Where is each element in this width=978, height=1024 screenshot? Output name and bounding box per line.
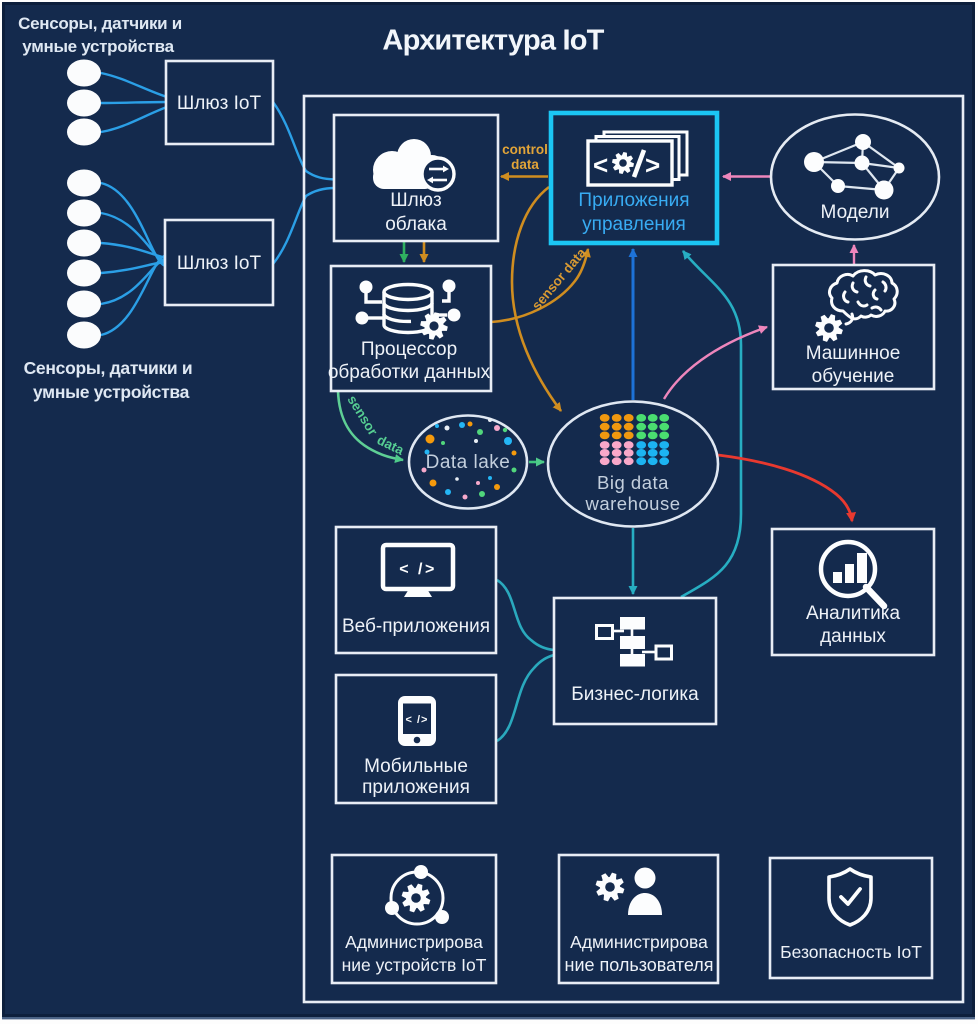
svg-text:ние устройств IoT: ние устройств IoT — [342, 955, 487, 975]
svg-text:Модели: Модели — [821, 202, 890, 223]
svg-text:ние пользователя: ние пользователя — [565, 955, 714, 975]
svg-text:Процессор: Процессор — [361, 339, 457, 360]
svg-text:Шлюз IoT: Шлюз IoT — [177, 253, 262, 274]
svg-text:облака: облака — [385, 214, 447, 235]
svg-text:< />: < /> — [399, 561, 437, 578]
svg-text:данных: данных — [820, 626, 886, 647]
svg-text:Data lake: Data lake — [426, 452, 511, 473]
svg-text:приложения: приложения — [362, 777, 470, 798]
svg-text:Безопасность IoT: Безопасность IoT — [780, 942, 922, 962]
svg-text:обработки данных: обработки данных — [328, 362, 491, 383]
svg-text:Шлюз IoT: Шлюз IoT — [177, 93, 262, 114]
svg-text:Аналитика: Аналитика — [806, 603, 900, 624]
svg-text:Администрирова: Администрирова — [345, 932, 483, 952]
svg-text:Мобильные: Мобильные — [364, 756, 468, 777]
svg-text:умные устройства: умные устройства — [22, 37, 174, 56]
svg-text:< />: < /> — [406, 714, 429, 726]
svg-text:Архитектура IoT: Архитектура IoT — [382, 25, 604, 57]
svg-text:управления: управления — [582, 214, 686, 235]
svg-text:data: data — [511, 157, 539, 172]
svg-text:Шлюз: Шлюз — [390, 190, 441, 211]
svg-text:Бизнес-логика: Бизнес-логика — [571, 684, 699, 705]
svg-text:умные устройства: умные устройства — [33, 382, 190, 402]
svg-text:Сенсоры, датчики и: Сенсоры, датчики и — [18, 14, 182, 33]
svg-text:обучение: обучение — [812, 366, 895, 387]
svg-text:Администрирова: Администрирова — [570, 932, 708, 952]
svg-text:<: < — [593, 150, 608, 180]
svg-text:Машинное: Машинное — [806, 343, 901, 364]
svg-text:control: control — [502, 142, 548, 157]
svg-text:Big data: Big data — [597, 472, 669, 493]
svg-text:>: > — [645, 150, 660, 180]
svg-text:Сенсоры, датчики и: Сенсоры, датчики и — [24, 358, 193, 378]
svg-text:warehouse: warehouse — [584, 493, 680, 514]
svg-text:Веб-приложения: Веб-приложения — [342, 616, 490, 637]
svg-text:Приложения: Приложения — [578, 190, 689, 211]
